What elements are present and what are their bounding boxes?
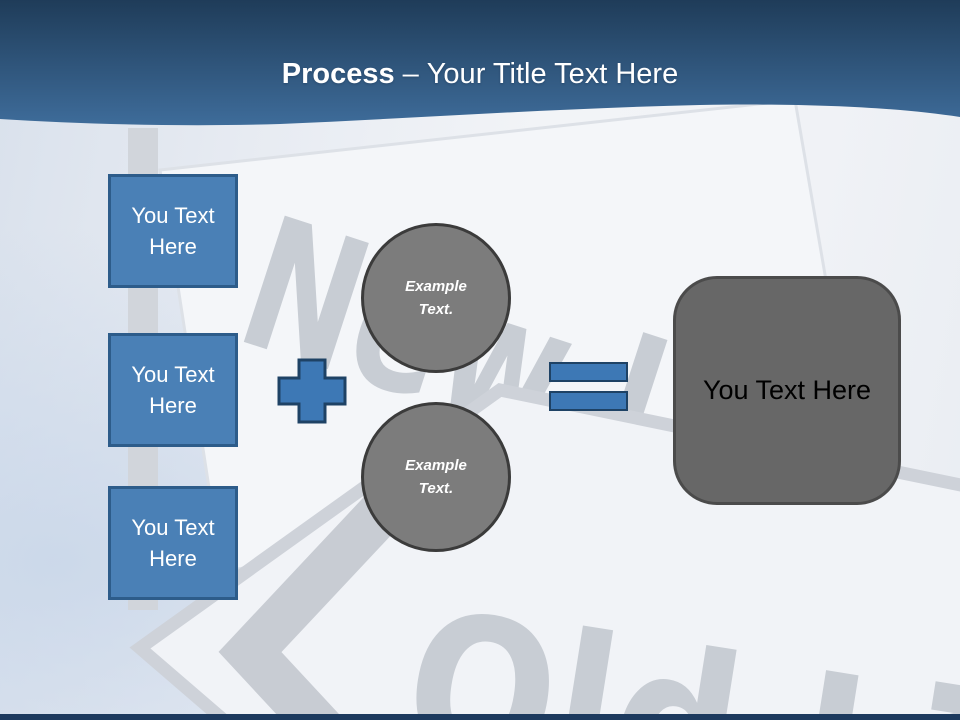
example-circle-1[interactable]: Example Text. <box>361 223 511 373</box>
plus-icon[interactable] <box>277 358 347 429</box>
result-box[interactable]: You Text Here <box>673 276 901 505</box>
plus-icon-shape <box>277 358 347 424</box>
input-box-2-label: You Text Here <box>131 362 215 418</box>
plus-glyph <box>277 358 347 424</box>
equals-top-bar <box>549 362 628 382</box>
header-band <box>0 0 960 126</box>
input-box-3-label: You Text Here <box>131 515 215 571</box>
input-box-3[interactable]: You Text Here <box>108 486 238 600</box>
left-arrow-chevron-graphic <box>218 442 449 720</box>
example-circle-2[interactable]: Example Text. <box>361 402 511 552</box>
input-box-2[interactable]: You Text Here <box>108 333 238 447</box>
title-rest-text: Your Title Text Here <box>426 58 679 90</box>
header-curve-shape <box>0 0 960 126</box>
example-circle-2-label: Example Text. <box>405 457 467 497</box>
footer-accent-bar <box>0 714 960 720</box>
input-box-1[interactable]: You Text Here <box>108 174 238 288</box>
equals-icon[interactable] <box>549 362 628 411</box>
input-box-1-label: You Text Here <box>131 203 215 259</box>
example-circle-1-label: Example Text. <box>405 278 467 318</box>
title-bold-text: Process <box>281 58 395 90</box>
title-dash: – <box>402 58 419 90</box>
result-box-label: You Text Here <box>702 375 872 405</box>
equals-bottom-bar <box>549 391 628 411</box>
slide-title: Process–Your Title Text Here <box>0 55 960 93</box>
